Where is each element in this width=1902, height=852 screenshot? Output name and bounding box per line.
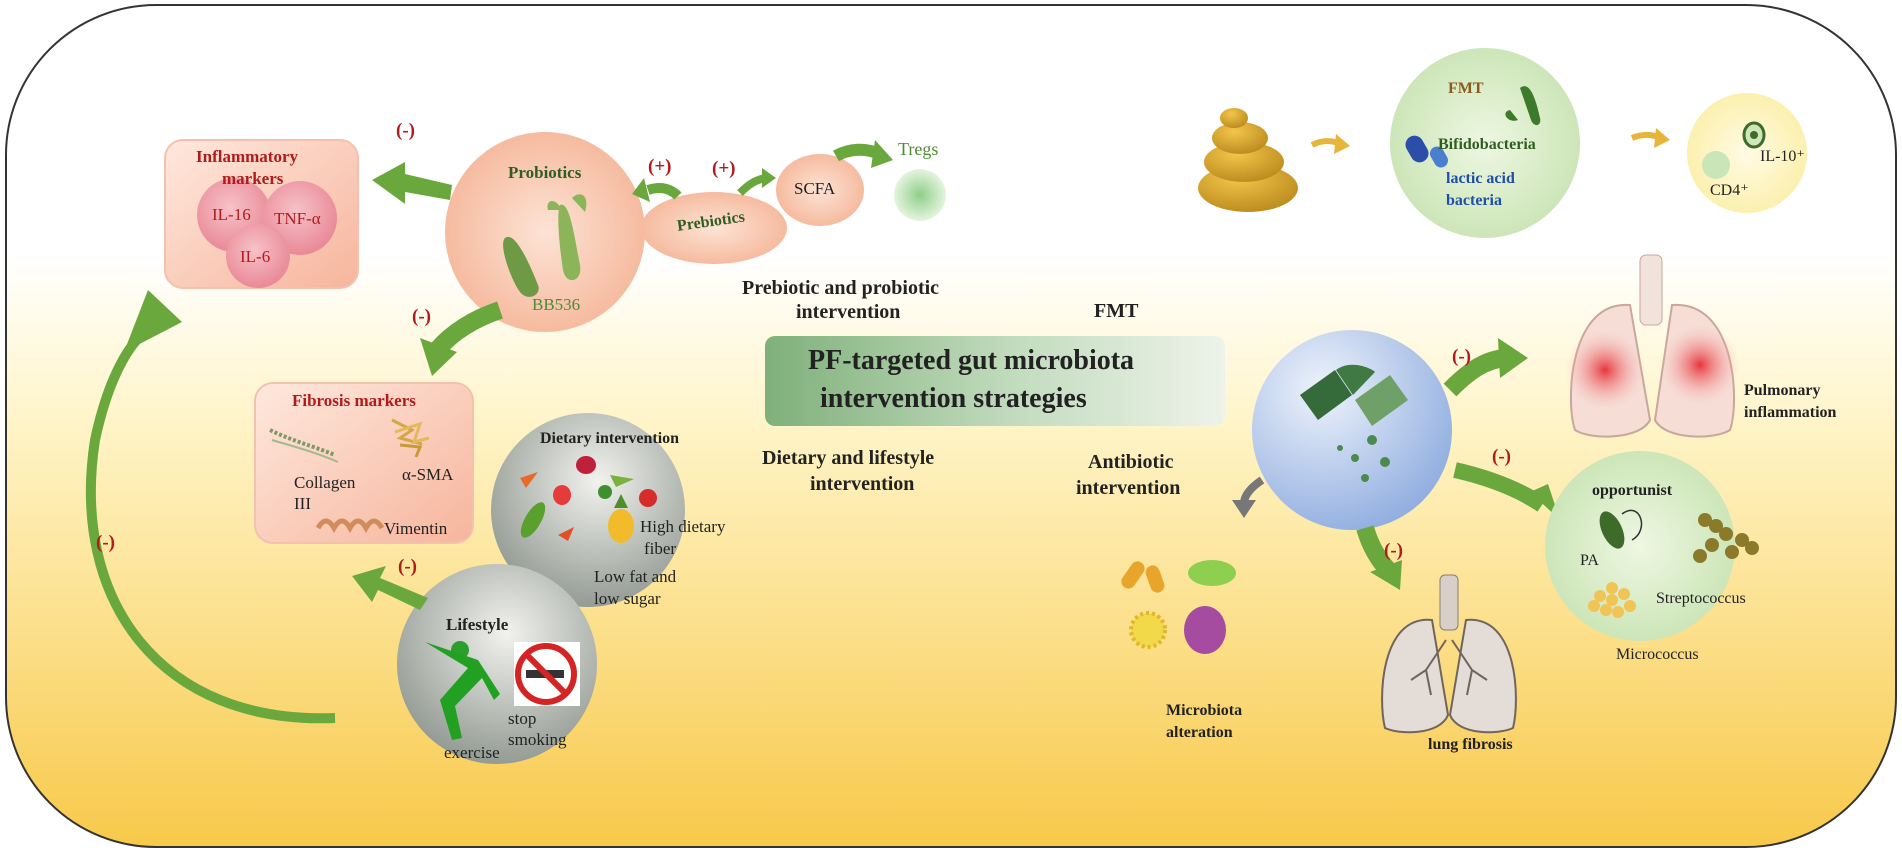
- il6-circle: [226, 224, 290, 288]
- collagen-fiber-icon: [269, 428, 336, 457]
- label-prebiotic-line2: intervention: [796, 301, 901, 323]
- collagen-label-line2: III: [294, 494, 311, 513]
- streptococcus-icon: [1693, 513, 1759, 563]
- stop-smoking-line1: stop: [508, 709, 537, 728]
- no-smoking-icon: [514, 642, 580, 706]
- label-antibiotic-line2: intervention: [1076, 477, 1181, 499]
- sign-plus-scfa: (+): [712, 158, 736, 179]
- sign-minus-feedback: (-): [96, 532, 115, 553]
- il6-label: IL-6: [240, 247, 271, 266]
- lung-fibrosis-label: lung fibrosis: [1428, 736, 1513, 753]
- center-title-line2: intervention strategies: [820, 383, 1087, 414]
- fmt-panel-title: FMT: [1448, 80, 1484, 97]
- scfa-circle: [776, 154, 864, 226]
- label-fmt: FMT: [1094, 300, 1139, 322]
- pulmonary-label-line1: Pulmonary: [1744, 382, 1821, 399]
- bifido-bacteria-icon: [1505, 86, 1541, 126]
- fiber-label-line1: High dietary: [640, 517, 726, 536]
- fibrosis-title: Fibrosis markers: [292, 391, 416, 410]
- pa-label: PA: [1580, 552, 1599, 569]
- antibiotic-circle: [1252, 330, 1452, 530]
- probiotic-bacteria-icon: [503, 194, 587, 297]
- lactic-bacteria-icon: [1405, 135, 1448, 168]
- pineapple-icon: [608, 494, 634, 543]
- vimentin-label: Vimentin: [384, 519, 448, 538]
- tnf-label: TNF-α: [274, 209, 321, 228]
- cd4-cell-icon: [1702, 151, 1730, 179]
- sign-minus-pulmonary: (-): [1452, 346, 1471, 367]
- label-prebiotic-line1: Prebiotic and probiotic: [742, 277, 940, 299]
- lifestyle-title: Lifestyle: [446, 615, 509, 634]
- asma-label: α-SMA: [402, 465, 454, 484]
- arrow-to-opportunist: [1453, 462, 1547, 512]
- sign-minus-lifestyle: (-): [398, 556, 417, 577]
- sign-minus-lung-fibrosis: (-): [1384, 540, 1403, 561]
- inflammatory-title-line1: Inflammatory: [196, 147, 298, 166]
- arrow-lifestyle-to-fibrosis: [352, 566, 428, 610]
- microbes-icon: [1121, 560, 1236, 654]
- label-dietary-line2: intervention: [810, 473, 915, 495]
- probiotics-strain: BB536: [532, 295, 581, 314]
- label-dietary-line1: Dietary and lifestyle: [762, 447, 935, 469]
- arrow-probiotics-to-fibrosis: [430, 301, 503, 357]
- bifido-label: Bifidobacteria: [1438, 136, 1536, 153]
- lactic-label-line2: bacteria: [1446, 192, 1502, 209]
- cd4-label: CD4⁺: [1710, 182, 1749, 199]
- sign-minus-inflammatory: (-): [396, 120, 415, 141]
- exercise-label: exercise: [444, 743, 500, 762]
- pulmonary-label-line2: inflammation: [1744, 404, 1837, 421]
- sign-minus-fibrosis: (-): [412, 306, 431, 327]
- fiber-label-line2: fiber: [644, 539, 677, 558]
- powder-dots: [1337, 435, 1390, 482]
- probiotics-title: Probiotics: [508, 163, 582, 182]
- capsule-icon: [1300, 364, 1408, 426]
- sign-minus-opportunist: (-): [1492, 446, 1511, 467]
- microbiota-label-line1: Microbiota: [1166, 702, 1243, 719]
- strep-label: Streptococcus: [1656, 590, 1746, 607]
- dietary-title: Dietary intervention: [540, 430, 680, 447]
- probiotics-circle: [445, 132, 645, 332]
- micro-label: Micrococcus: [1616, 646, 1699, 663]
- il10-cell-icon: [1742, 121, 1766, 149]
- inflamed-lungs-icon: [1565, 254, 1740, 438]
- dietary-circle: [491, 413, 685, 607]
- il16-label: IL-16: [212, 205, 251, 224]
- stop-smoking-line2: smoking: [508, 730, 567, 749]
- inflammatory-title-line2: markers: [222, 169, 284, 188]
- tregs-label: Tregs: [898, 139, 939, 159]
- prebiotics-ellipse: [641, 192, 787, 264]
- arrow-probiotics-to-inflammatory: [372, 162, 452, 204]
- sign-plus-probiotics: (+): [648, 156, 672, 177]
- asma-fiber-icon: [391, 418, 430, 458]
- micrococcus-icon: [1588, 582, 1636, 618]
- arrow-prebiotics-to-probiotics: [646, 183, 682, 200]
- fat-label-line1: Low fat and: [594, 567, 677, 586]
- center-title-line1: PF-targeted gut microbiota: [808, 345, 1135, 376]
- collagen-label-line1: Collagen: [294, 473, 356, 492]
- feedback-arrow: [86, 325, 336, 724]
- stool-icon: [1198, 108, 1298, 212]
- tregs-cell: [894, 169, 946, 221]
- fibrotic-lungs-icon: [1381, 574, 1517, 734]
- exercise-figure-icon: [425, 641, 500, 740]
- opportunist-circle: [1545, 451, 1735, 641]
- fat-label-line2: low sugar: [594, 589, 661, 608]
- vimentin-helix-icon: [315, 518, 385, 534]
- center-banner: [765, 336, 1225, 426]
- lactic-label-line1: lactic acid: [1446, 170, 1515, 187]
- il10-label: IL-10⁺: [1760, 148, 1805, 165]
- opportunist-title: opportunist: [1592, 482, 1673, 499]
- microbiota-label-line2: alteration: [1166, 724, 1233, 741]
- vegetables-icon: [520, 456, 657, 541]
- label-antibiotic-line1: Antibiotic: [1088, 451, 1174, 473]
- feedback-arrowhead: [124, 290, 182, 352]
- immune-cells-circle: [1687, 93, 1807, 213]
- pa-bacteria-icon: [1599, 509, 1643, 549]
- scfa-label: SCFA: [794, 179, 836, 198]
